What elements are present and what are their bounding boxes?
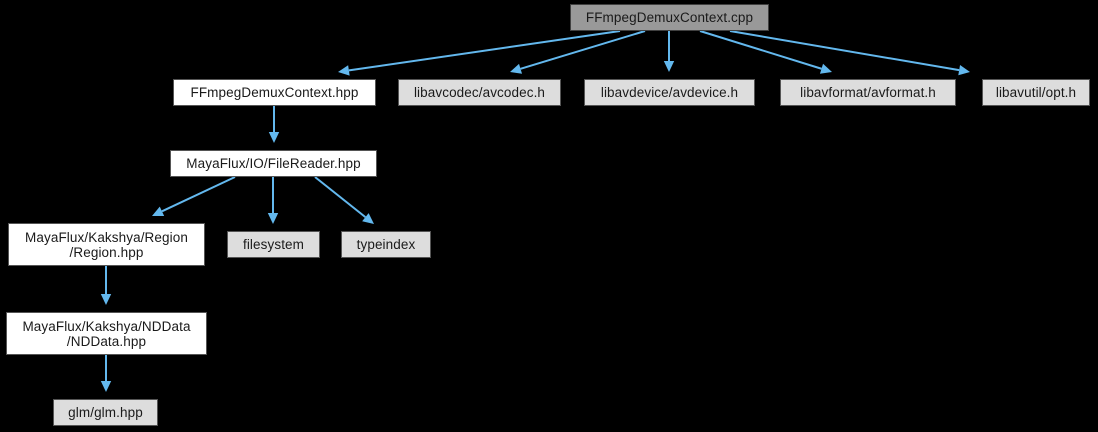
graph-edge	[161, 176, 236, 213]
graph-node-typeindex[interactable]: typeindex	[341, 231, 431, 258]
graph-edge-arrowhead	[819, 63, 832, 74]
graph-node-glm-glm-hpp[interactable]: glm/glm.hpp	[53, 399, 158, 426]
graph-edge	[314, 176, 367, 218]
graph-edge-arrowhead	[267, 213, 279, 224]
graph-node-label: MayaFlux/Kakshya/Region /Region.hpp	[25, 229, 188, 260]
graph-node-label: MayaFlux/Kakshya/NDData /NDData.hpp	[22, 318, 191, 349]
graph-edge-arrowhead	[510, 63, 523, 74]
graph-node-label: libavdevice/avdevice.h	[600, 85, 739, 100]
graph-edge-arrowhead	[268, 132, 280, 143]
graph-node-ffmpegdemuxcontext-hpp[interactable]: FFmpegDemuxContext.hpp	[173, 79, 376, 106]
graph-edge	[729, 30, 960, 72]
graph-edge	[699, 30, 822, 70]
graph-node-ffmpegdemuxcontext-cpp[interactable]: FFmpegDemuxContext.cpp	[570, 4, 769, 31]
graph-edge	[520, 30, 646, 70]
graph-node-label: libavutil/opt.h	[995, 85, 1077, 100]
graph-edge-arrowhead	[100, 294, 112, 305]
graph-edge-arrowhead	[663, 61, 675, 72]
graph-node-label: FFmpegDemuxContext.cpp	[585, 10, 754, 25]
graph-node-libavformat-avformat-h[interactable]: libavformat/avformat.h	[780, 79, 956, 106]
graph-node-label: filesystem	[242, 237, 304, 252]
graph-edge	[348, 30, 621, 72]
graph-node-libavcodec-avcodec-h[interactable]: libavcodec/avcodec.h	[398, 79, 561, 106]
graph-node-label: typeindex	[356, 237, 416, 252]
graph-edge-arrowhead	[100, 381, 112, 392]
graph-edge-arrowhead	[958, 65, 970, 76]
graph-node-label: libavformat/avformat.h	[800, 85, 936, 100]
graph-node-label: glm/glm.hpp	[68, 405, 143, 420]
graph-node-mayaflux-kakshya-nddata-hpp[interactable]: MayaFlux/Kakshya/NDData /NDData.hpp	[6, 312, 207, 355]
graph-node-mayaflux-kakshya-region-hpp[interactable]: MayaFlux/Kakshya/Region /Region.hpp	[8, 223, 205, 266]
graph-node-filesystem[interactable]: filesystem	[227, 231, 320, 258]
graph-node-libavutil-opt-h[interactable]: libavutil/opt.h	[982, 79, 1090, 106]
graph-node-mayaflux-io-filereader-hpp[interactable]: MayaFlux/IO/FileReader.hpp	[170, 150, 377, 177]
graph-node-label: FFmpegDemuxContext.hpp	[190, 85, 359, 100]
graph-edge-arrowhead	[152, 206, 165, 217]
graph-edge-arrowhead	[338, 65, 350, 76]
graph-node-libavdevice-avdevice-h[interactable]: libavdevice/avdevice.h	[584, 79, 755, 106]
graph-node-label: MayaFlux/IO/FileReader.hpp	[186, 156, 361, 171]
graph-node-label: libavcodec/avcodec.h	[413, 85, 546, 100]
graph-edge-arrowhead	[362, 213, 374, 224]
